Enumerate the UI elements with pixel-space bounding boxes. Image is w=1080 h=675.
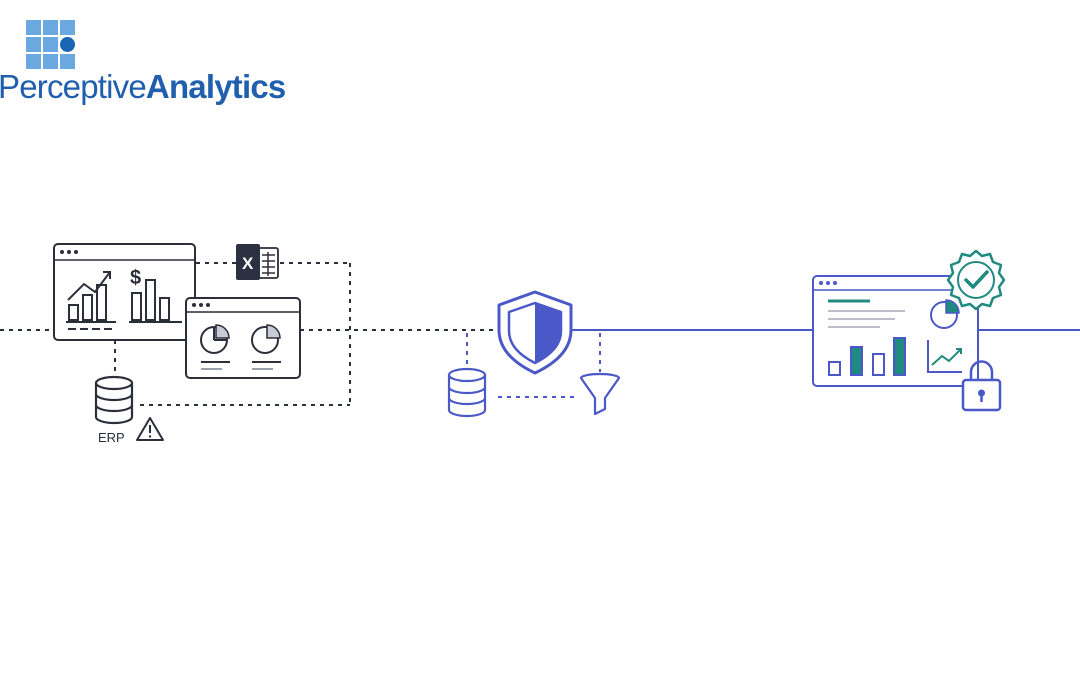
- warning-icon: [136, 417, 164, 441]
- brand-name: PerceptiveAnalytics: [0, 68, 286, 106]
- svg-text:$: $: [130, 267, 141, 289]
- logo: PerceptiveAnalytics: [0, 16, 286, 116]
- erp-label: ERP: [98, 430, 125, 445]
- svg-text:X: X: [242, 254, 254, 273]
- check-badge-icon: [946, 249, 1006, 311]
- connectors-blue: [466, 329, 1080, 398]
- logo-grid-icon: [26, 20, 78, 72]
- trend-bar-dashboard-icon: $: [53, 243, 196, 341]
- brand-name-bold: Analytics: [145, 68, 286, 105]
- lock-icon: [961, 360, 1002, 412]
- brand-name-light: Perceptive: [0, 68, 147, 105]
- pie-chart-window-icon: [185, 297, 301, 379]
- excel-icon: X: [236, 244, 279, 280]
- database-icon: [94, 375, 134, 425]
- funnel-icon: [579, 372, 621, 416]
- storage-database-icon: [447, 367, 487, 418]
- connectors: [0, 262, 500, 406]
- shield-icon: [497, 290, 573, 375]
- report-dashboard-icon: [812, 275, 979, 387]
